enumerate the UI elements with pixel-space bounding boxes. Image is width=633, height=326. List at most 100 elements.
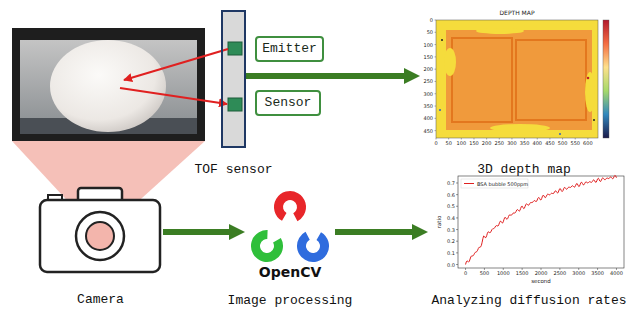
- axis-tick: 250: [495, 141, 505, 146]
- chamber-photo: [12, 28, 205, 141]
- plot-frame: [458, 176, 624, 268]
- camera-icon: [40, 188, 160, 272]
- tick-mark: [456, 229, 458, 230]
- axis-tick: 550: [570, 141, 580, 146]
- axis-tick: 150: [423, 54, 433, 59]
- flow-arrow: [163, 229, 233, 235]
- caption: TOF sensor: [194, 162, 272, 178]
- colorbar: [603, 20, 609, 138]
- axis-tick: 0: [434, 141, 437, 146]
- tick-mark: [435, 32, 437, 33]
- axis-tick: 450: [423, 128, 433, 133]
- axis-tick: 200: [423, 67, 433, 72]
- tick-mark: [486, 138, 487, 140]
- camera-lens-inner: [86, 222, 114, 250]
- depth-noise: [444, 48, 456, 76]
- caption: Camera: [77, 292, 124, 308]
- tick-mark: [549, 138, 550, 140]
- axis-tick: 600: [583, 141, 593, 146]
- legend-frame: [461, 179, 528, 188]
- axis-tick: 250: [423, 79, 433, 84]
- axis-tick: 0.4: [447, 215, 455, 220]
- tick-mark: [448, 138, 449, 140]
- caption: 3D depth map: [477, 162, 571, 178]
- axis-label: ratio: [437, 216, 443, 229]
- tick-mark: [435, 20, 437, 21]
- flow-arrow: [246, 73, 408, 79]
- tick-mark: [511, 138, 512, 140]
- tick-mark: [575, 138, 576, 140]
- axis-tick: 300: [423, 91, 433, 96]
- legend-text: BSA bubble 500ppm: [477, 181, 528, 186]
- tick-mark: [461, 138, 462, 140]
- axis-tick: 0: [464, 271, 467, 276]
- tick-mark: [435, 69, 437, 70]
- depth-map-panel: 3D depth map: [420, 6, 628, 156]
- axis-tick: 0.7: [447, 180, 455, 185]
- axis-tick: 0.1: [447, 250, 455, 255]
- tick-mark: [562, 138, 563, 140]
- axis-tick: 50: [427, 30, 433, 35]
- depth-edge: [516, 40, 586, 120]
- axis-tick: 500: [558, 141, 568, 146]
- tick-mark: [456, 241, 458, 242]
- axis-tick: 50: [445, 141, 451, 146]
- axis-tick: 0.0: [447, 262, 455, 267]
- depth-dot: [559, 133, 561, 135]
- axis-tick: 0: [430, 18, 433, 23]
- axis-tick: 200: [482, 141, 492, 146]
- caption: Image processing: [228, 293, 353, 309]
- photo-frame: [12, 28, 205, 141]
- depth-noise: [490, 124, 550, 132]
- axis-tick: 0.3: [447, 227, 455, 232]
- depth-ticks: [435, 20, 588, 140]
- axis-tick: 0.2: [447, 239, 455, 244]
- tick-mark: [456, 206, 458, 207]
- logo-text: OpenCV: [259, 265, 322, 280]
- axis-tick: 450: [545, 141, 555, 146]
- depth-noise: [476, 28, 524, 34]
- axis-tick: 150: [469, 141, 479, 146]
- tick-mark: [456, 252, 458, 253]
- sensor-box: Sensor: [255, 90, 321, 116]
- axis-tick: 500: [480, 271, 490, 276]
- light-ray: [124, 49, 228, 80]
- tick-mark: [435, 130, 437, 131]
- camera-body: [40, 200, 160, 272]
- tick-mark: [456, 194, 458, 195]
- emitter-element: [228, 42, 242, 55]
- light-ray: [120, 88, 227, 104]
- tick-mark: [435, 106, 437, 107]
- axis-tick: 100: [423, 42, 433, 47]
- tick-mark: [456, 182, 458, 183]
- axis-tick: 300: [507, 141, 517, 146]
- tick-mark: [436, 138, 437, 140]
- axis-tick: 350: [520, 141, 530, 146]
- axis-tick: 1500: [516, 271, 529, 276]
- sensor-element: [228, 98, 242, 111]
- depth-dot: [439, 109, 441, 111]
- tick-mark: [473, 138, 474, 140]
- box-label: Sensor: [265, 95, 312, 111]
- axis-tick: 4000: [610, 271, 623, 276]
- legend-entry: BSA bubble 500ppm: [477, 181, 528, 186]
- logo-ring: [297, 230, 328, 261]
- depth-dot: [587, 77, 590, 80]
- axis-tick: 0.6: [447, 192, 455, 197]
- axis-tick: 100: [457, 141, 467, 146]
- camera-lens: [76, 212, 124, 260]
- tick-mark: [435, 81, 437, 82]
- tick-mark: [435, 44, 437, 45]
- depth-frame: [436, 20, 598, 138]
- tick-mark: [456, 264, 458, 265]
- depth-edge: [452, 38, 512, 122]
- camera-panel: Camera: [38, 185, 163, 277]
- depth-dot: [593, 119, 595, 121]
- legend-sample: [464, 183, 474, 184]
- opencv-panel: OpenCVImage processing: [245, 187, 335, 285]
- axis-tick: 2500: [553, 271, 566, 276]
- axis-tick: 3500: [591, 271, 604, 276]
- tick-mark: [499, 138, 500, 140]
- bubble: [50, 40, 166, 132]
- axis-tick: 400: [423, 116, 433, 121]
